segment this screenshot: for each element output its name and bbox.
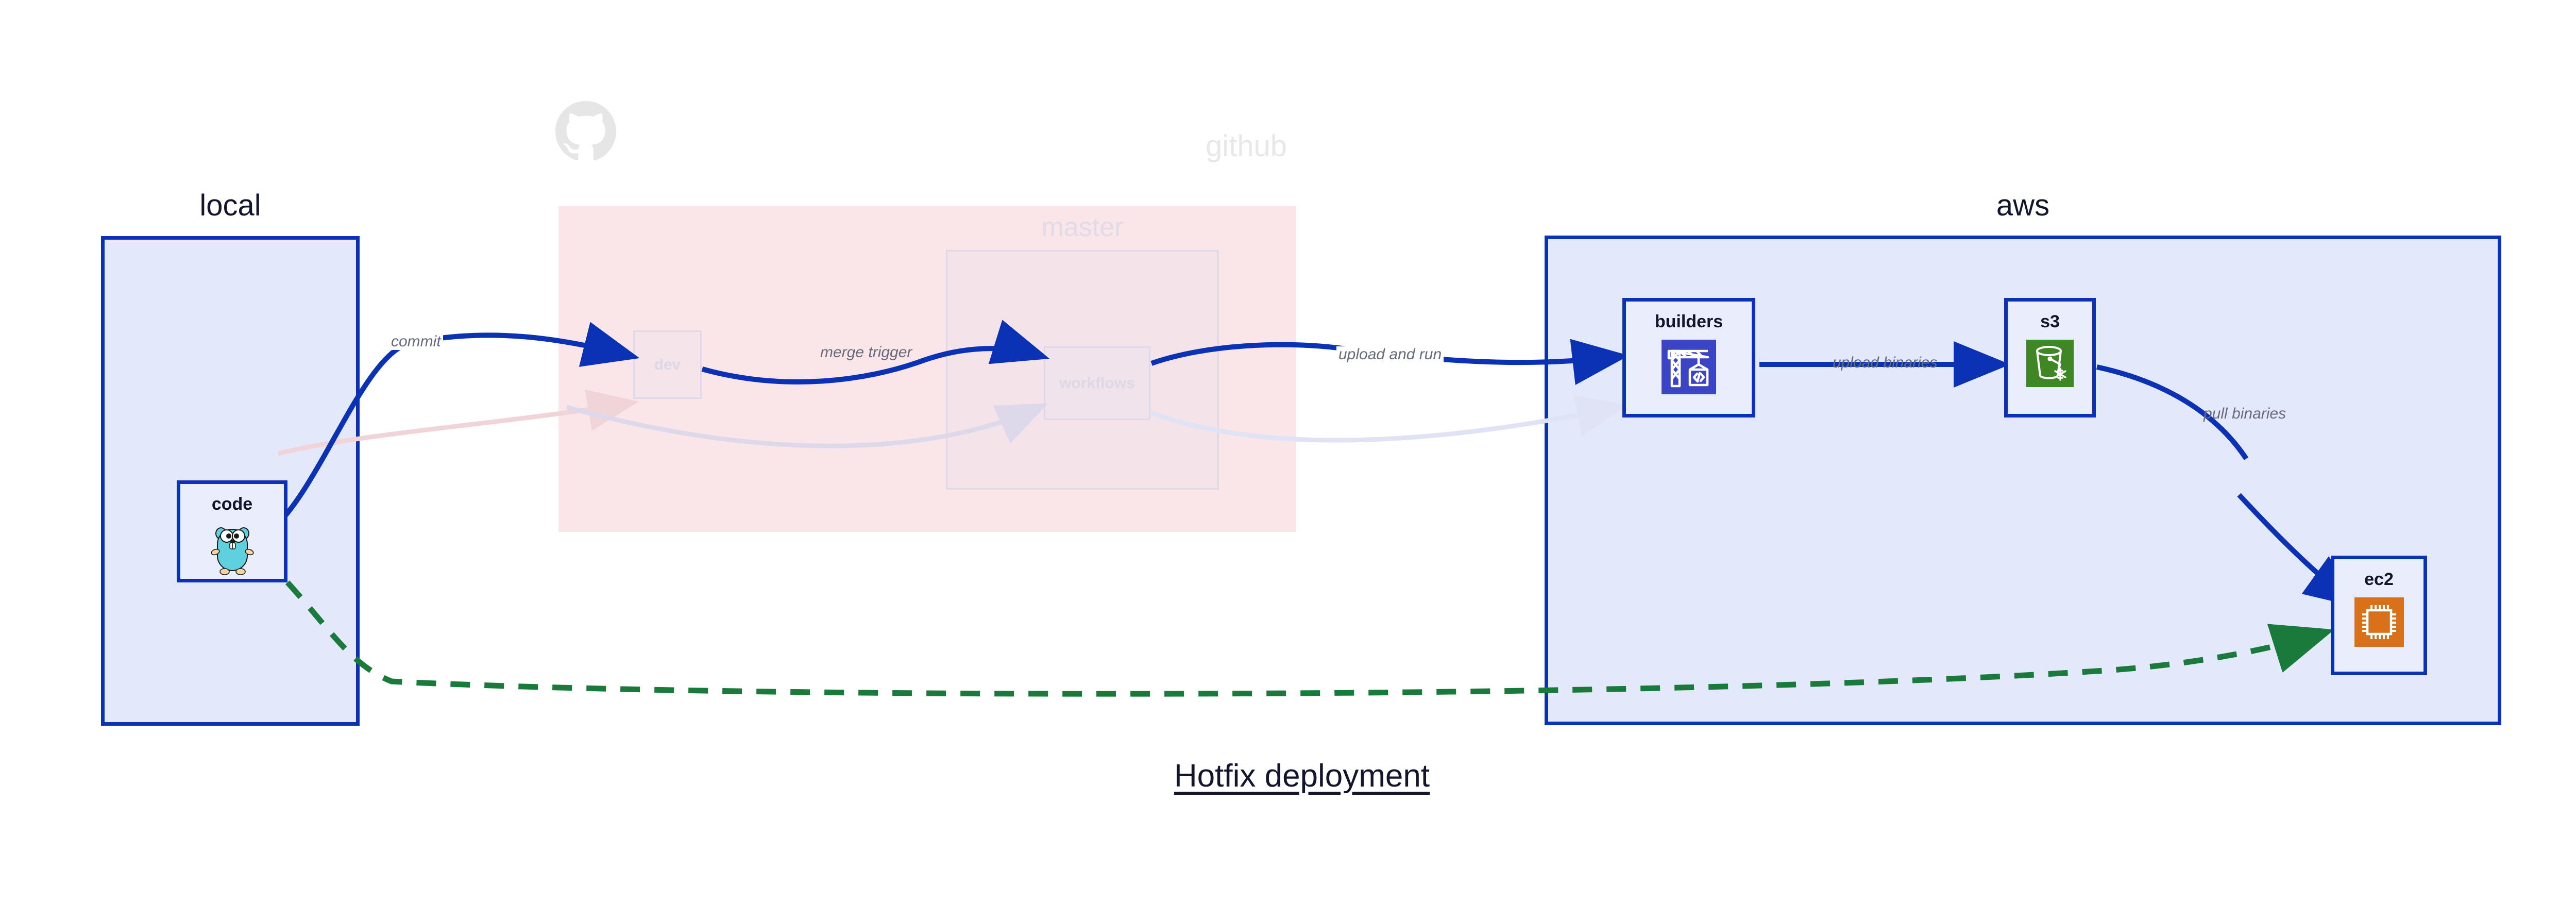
cluster-label-aws: aws [1996,189,2050,222]
crane-code-icon [1662,340,1716,397]
node-builders-label: builders [1654,312,1723,331]
edge-label-upload-and-run: upload and run [1336,346,1444,363]
edge-label-upload-binaries: upload binaries [1833,354,1938,371]
cluster-label-master: master [1041,212,1124,242]
github-logo-icon [555,101,616,162]
node-code-label: code [211,494,253,514]
node-workflows[interactable]: workflows [1044,346,1150,420]
edge-label-commit: commit [389,333,443,350]
cluster-label-local: local [199,189,261,222]
diagram-caption: Hotfix deployment [1174,758,1430,794]
node-ec2[interactable]: ec2 [2331,556,2427,675]
node-builders[interactable]: builders [1622,298,1755,417]
cpu-chip-icon [2354,597,2404,649]
node-dev-label: dev [654,356,681,373]
node-workflows-label: workflows [1059,374,1135,392]
node-ec2-label: ec2 [2364,570,2394,589]
node-dev[interactable]: dev [633,330,702,399]
s3-bucket-glacier-icon [2026,340,2074,390]
edge-label-pull-binaries: pull binaries [2204,405,2286,422]
node-code[interactable]: code [177,480,287,582]
node-s3-label: s3 [2040,312,2060,331]
cluster-label-github: github [1205,129,1287,163]
go-gopher-icon [209,522,256,578]
node-s3[interactable]: s3 [2004,298,2096,417]
edge-label-merge-trigger: merge trigger [820,344,912,361]
